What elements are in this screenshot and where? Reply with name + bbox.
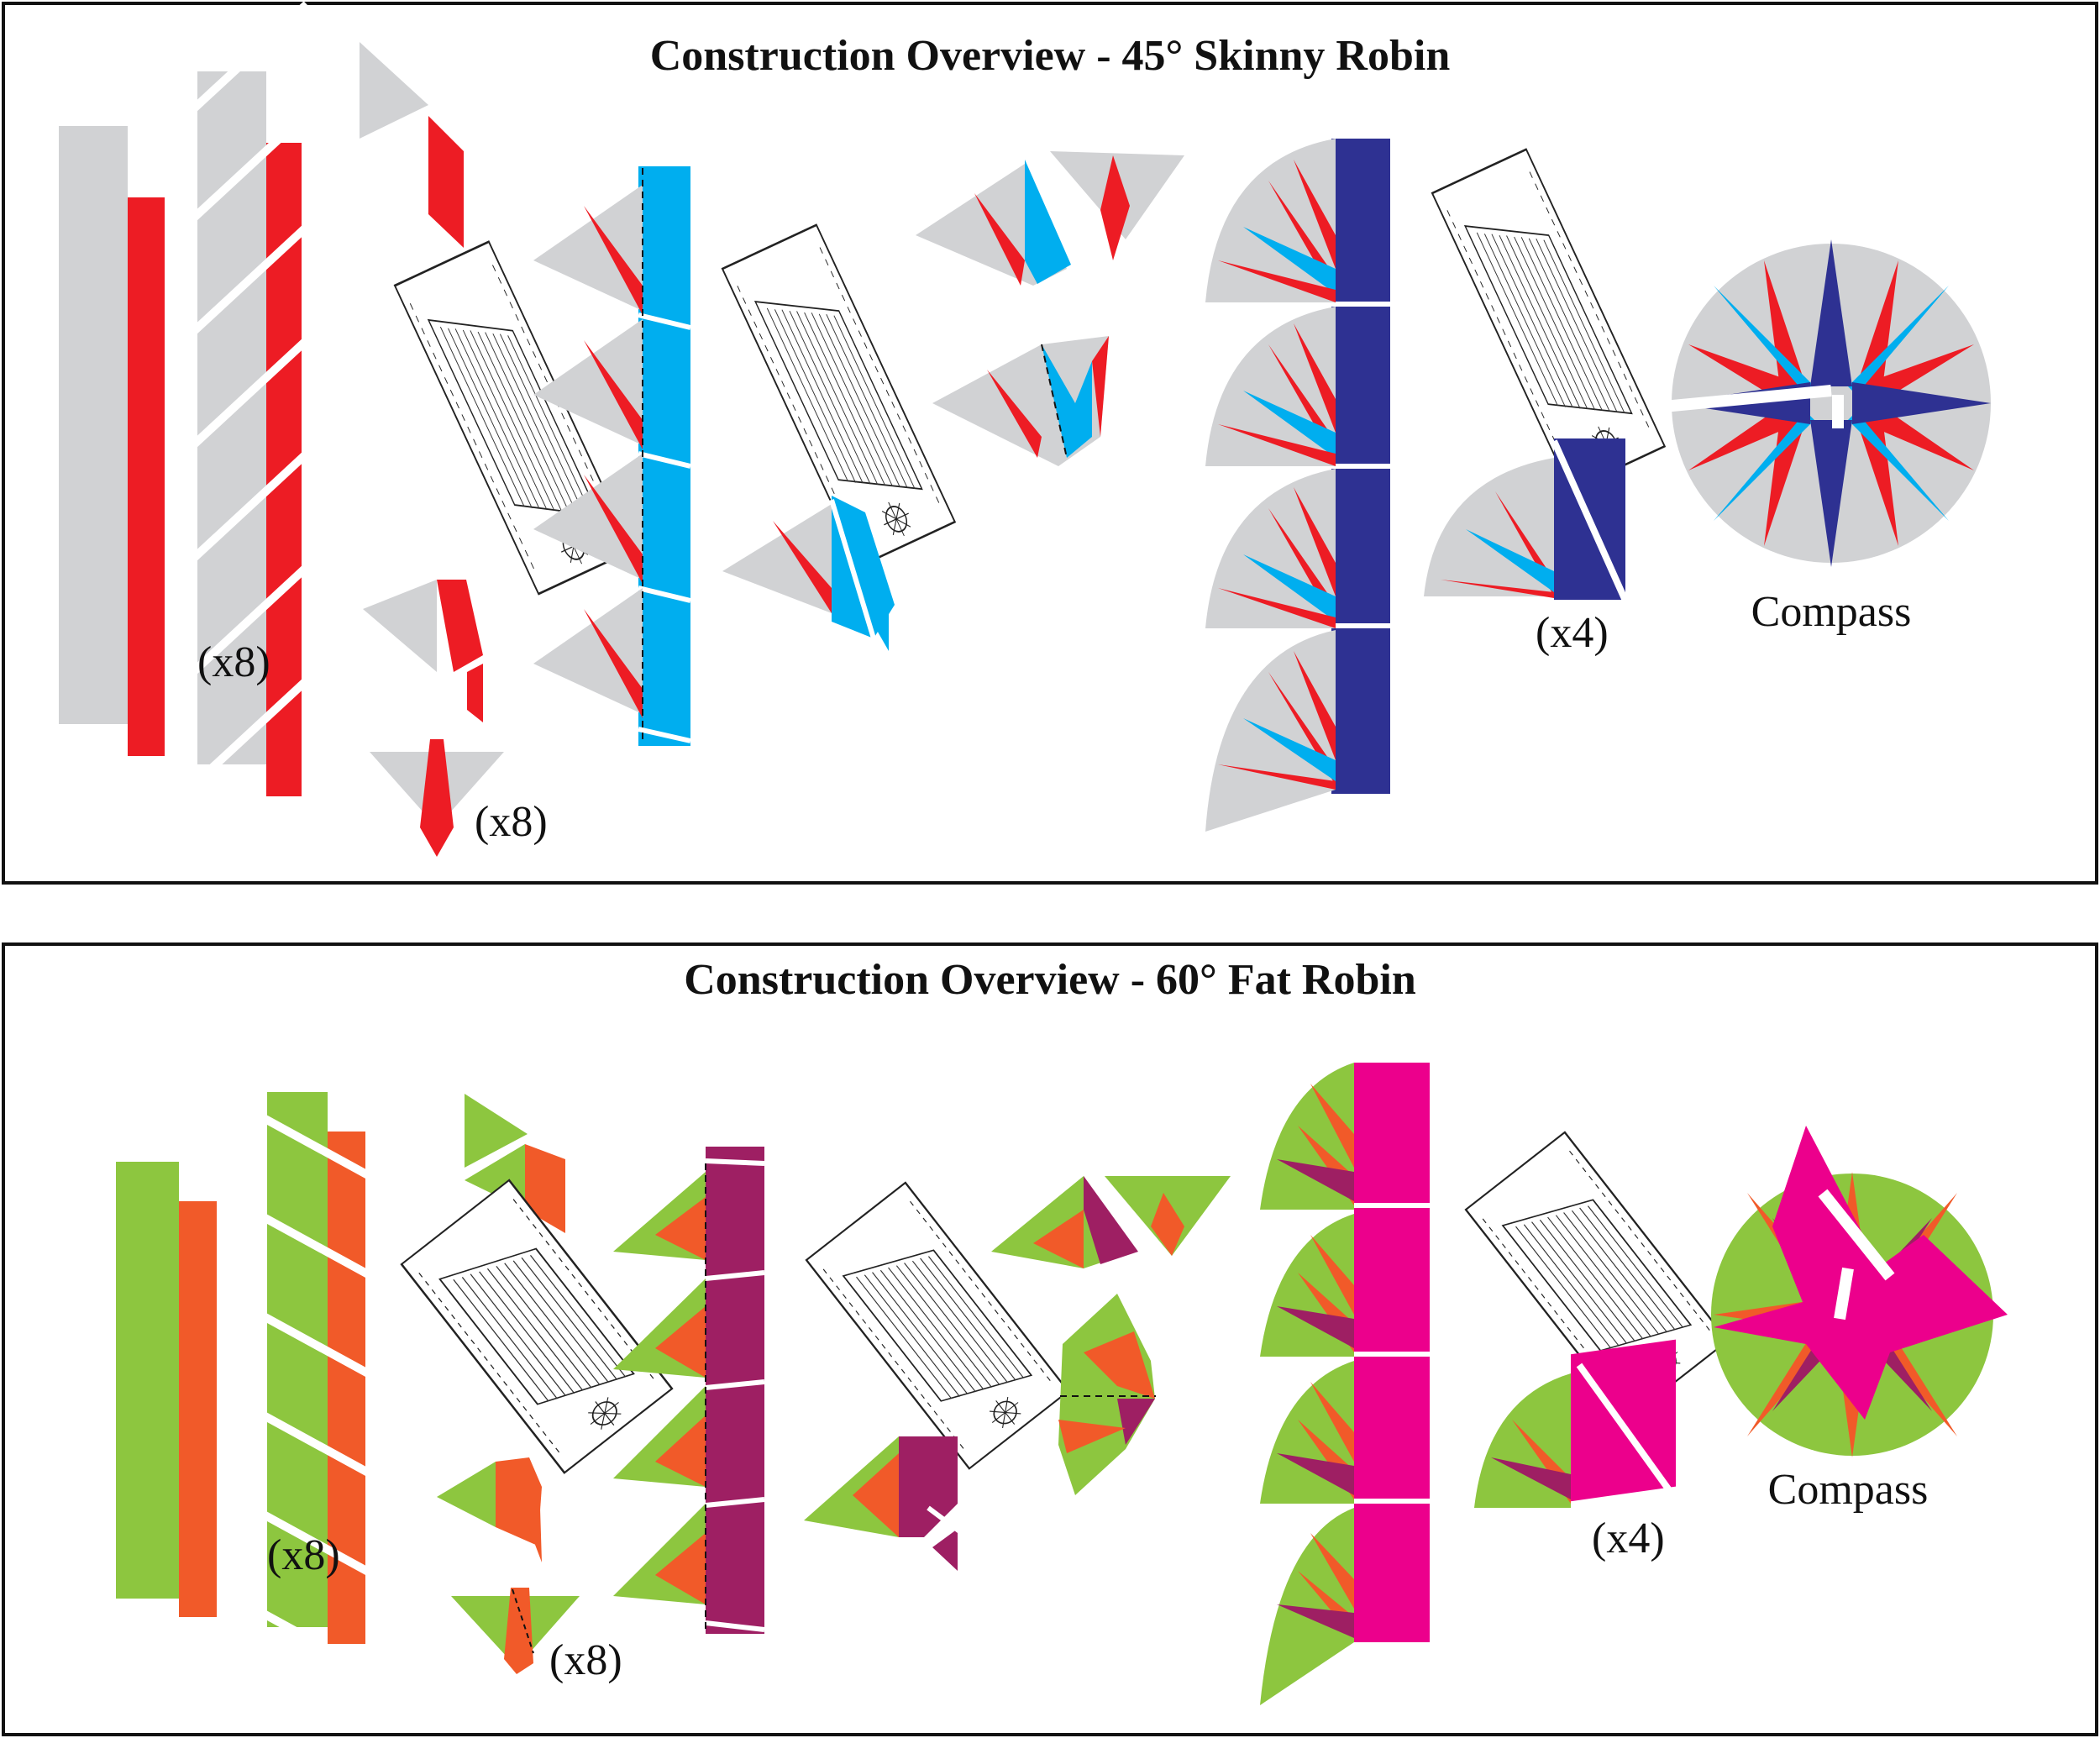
step-strips [59, 126, 165, 756]
step-strip-set: (x8) [260, 1092, 372, 1676]
compass-label: Compass [1768, 1466, 1929, 1514]
step-trim-quarter: (x4) [1424, 148, 1666, 657]
step-blue-strip-units [533, 166, 691, 746]
quarter-unit [1205, 630, 1336, 832]
quarter-unit [1205, 469, 1336, 628]
step-trim-plum [804, 1181, 1069, 1571]
step-trim-blue [721, 223, 956, 651]
step-strip-set: (x8) [190, 1, 310, 796]
step-cut-pieces: (x8) [400, 1094, 674, 1684]
step-join-units [916, 151, 1184, 466]
step-cut-pieces: (x8) [360, 42, 634, 857]
quarter-unit [1205, 139, 1336, 302]
quarter-unit [1205, 307, 1336, 466]
strip-count-label: (x8) [197, 638, 270, 686]
quarter-unit [1260, 1214, 1354, 1357]
panel-title: Construction Overview - 60° Fat Robin [684, 956, 1416, 1004]
panel-title: Construction Overview - 45° Skinny Robin [650, 32, 1451, 80]
quarter-count-label: (x4) [1536, 609, 1609, 657]
step-join-units [991, 1176, 1231, 1495]
compass-label: Compass [1751, 588, 1912, 636]
step-trim-quarter: (x4) [1464, 1131, 1729, 1562]
unit-count-label: (x8) [475, 798, 548, 846]
quarter-unit [1260, 1508, 1354, 1705]
strip-count-label: (x8) [267, 1531, 340, 1579]
step-plum-strip-units [613, 1147, 765, 1634]
step-navy-strip-quarters [1205, 139, 1390, 832]
quarter-unit [1260, 1361, 1354, 1504]
unit-count-label: (x8) [549, 1636, 622, 1684]
step-magenta-strip-quarters [1260, 1063, 1430, 1705]
quarter-unit [1260, 1063, 1354, 1210]
panel-60-fat-robin: Construction Overview - 60° Fat Robin (x… [2, 943, 2098, 1736]
compass-result: Compass [1654, 239, 1991, 636]
compass-result: Compass [1711, 1126, 2008, 1514]
quarter-count-label: (x4) [1592, 1515, 1665, 1562]
panel-45-skinny-robin: Construction Overview - 45° Skinny Robin… [2, 1, 2098, 885]
step-strips [116, 1162, 217, 1617]
